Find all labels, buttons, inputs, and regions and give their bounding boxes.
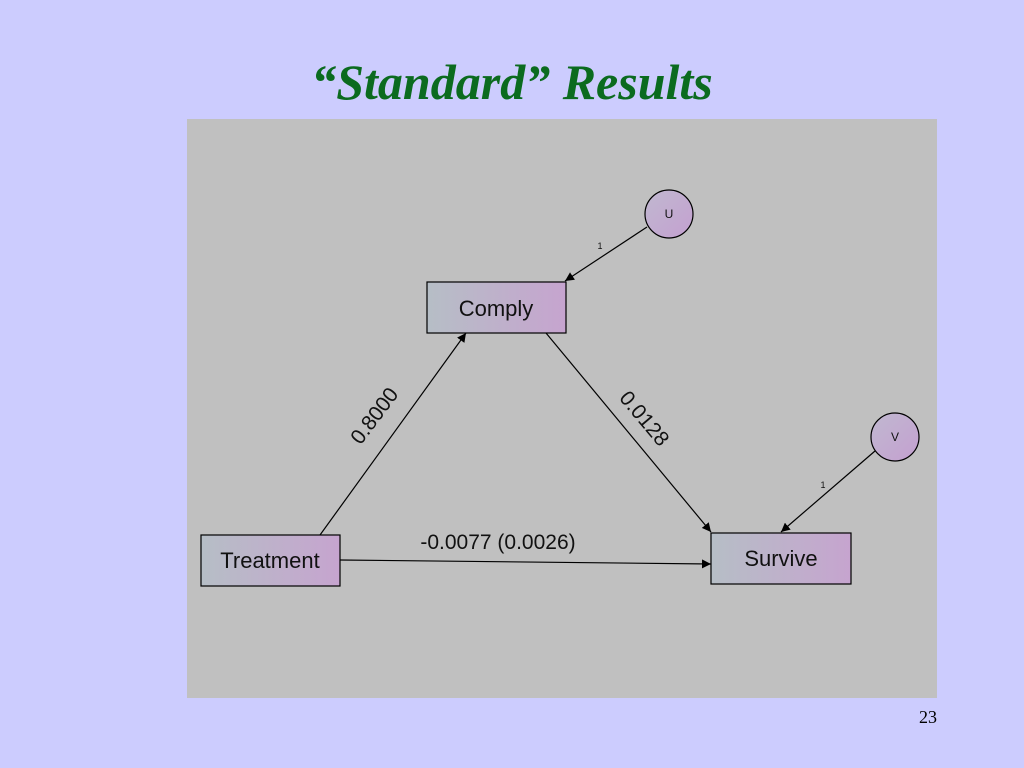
edge-comply-survive — [545, 332, 712, 533]
edge-treatment-comply — [319, 332, 467, 536]
slide-title: “Standard” Results — [311, 54, 713, 110]
edge-label-comply-survive: 0.0128 — [615, 387, 674, 451]
edge-label-v-survive: 1 — [820, 480, 825, 490]
node-treatment-label: Treatment — [220, 548, 319, 573]
edge-label-treatment-survive: -0.0077 (0.0026) — [420, 531, 575, 554]
edge-label-treatment-comply: 0.8000 — [346, 384, 403, 449]
edge-v-survive — [780, 450, 876, 533]
node-v-label: V — [891, 430, 899, 444]
node-comply: Comply — [426, 281, 567, 334]
node-v: V — [870, 412, 920, 462]
page-number: 23 — [919, 707, 937, 727]
path-diagram-svg: 1 1 0.8000 0.0128 -0.0077 (0.0026) U V C… — [200, 189, 920, 587]
edge-treatment-survive — [339, 559, 712, 569]
edge-u-comply — [564, 226, 648, 282]
node-u: U — [644, 189, 694, 239]
path-diagram: 1 1 0.8000 0.0128 -0.0077 (0.0026) U V C… — [187, 119, 937, 698]
node-treatment: Treatment — [200, 534, 341, 587]
node-survive: Survive — [710, 532, 852, 585]
node-u-label: U — [665, 207, 674, 221]
node-comply-label: Comply — [459, 296, 534, 321]
node-survive-label: Survive — [744, 546, 817, 571]
edge-label-u-comply: 1 — [597, 241, 602, 251]
